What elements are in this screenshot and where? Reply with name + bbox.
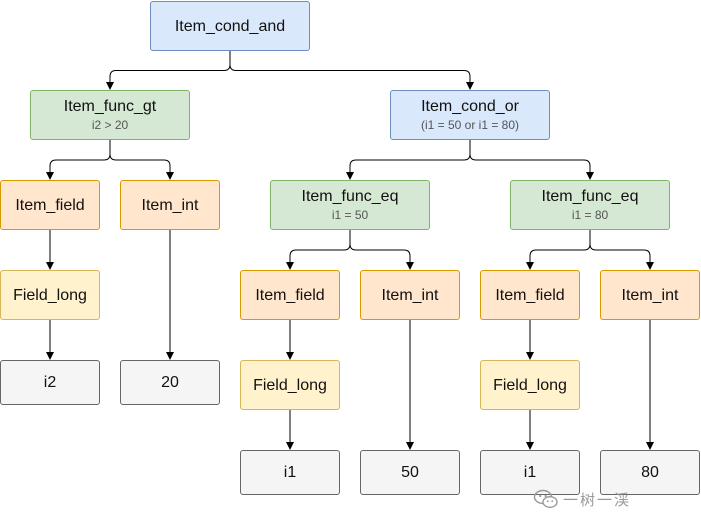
edge-func_gt-to-int_a <box>109 140 174 180</box>
node-title: Field_long <box>13 286 87 304</box>
node-title: Item_int <box>621 286 679 304</box>
node-item-cond-and: Item_cond_and <box>150 1 310 51</box>
edge-root-to-func_gt <box>106 51 231 90</box>
node-field-long: Field_long <box>480 360 580 410</box>
node-item-field: Item_field <box>0 180 100 230</box>
node-title: Field_long <box>493 376 567 394</box>
edge-cond_or-to-eq_a <box>346 140 471 180</box>
edge-root-to-cond_or <box>229 51 474 90</box>
node-subtitle: i1 = 80 <box>571 208 609 222</box>
edge-eq_a-to-int_b <box>349 230 414 270</box>
node-title: Item_field <box>15 196 85 214</box>
node-item-int: Item_int <box>120 180 220 230</box>
edge-eq_b-to-int_c <box>589 230 654 270</box>
node-item-func-gt: Item_func_gt i2 > 20 <box>30 90 190 140</box>
node-item-field: Item_field <box>240 270 340 320</box>
node-field-long: Field_long <box>0 270 100 320</box>
node-item-func-eq: Item_func_eq i1 = 80 <box>510 180 670 230</box>
watermark: 一树一渓 <box>533 488 631 510</box>
node-title: Item_func_gt <box>63 98 157 115</box>
node-title: i1 <box>283 464 297 481</box>
edge-eq_a-to-field_b <box>286 230 351 270</box>
node-title: Item_field <box>495 286 565 304</box>
node-value: 20 <box>120 360 220 405</box>
node-value: i2 <box>0 360 100 405</box>
node-title: Item_func_eq <box>301 188 399 205</box>
node-item-func-eq: Item_func_eq i1 = 50 <box>270 180 430 230</box>
node-title: Item_cond_or <box>421 98 519 115</box>
node-title: 80 <box>641 464 659 481</box>
wechat-icon <box>533 489 558 509</box>
node-value: 80 <box>600 450 700 495</box>
node-title: Item_cond_and <box>174 17 286 35</box>
node-title: Item_func_eq <box>541 188 639 205</box>
node-title: i2 <box>43 374 57 391</box>
node-title: Item_int <box>381 286 439 304</box>
node-subtitle: (i1 = 50 or i1 = 80) <box>420 118 520 132</box>
node-item-field: Item_field <box>480 270 580 320</box>
node-title: 50 <box>401 464 419 481</box>
watermark-text: 一树一渓 <box>563 491 632 509</box>
node-value: 50 <box>360 450 460 495</box>
node-item-int: Item_int <box>360 270 460 320</box>
node-title: Field_long <box>253 376 327 394</box>
edge-func_gt-to-field_a <box>46 140 111 180</box>
node-subtitle: i2 > 20 <box>91 118 129 132</box>
node-item-cond-or: Item_cond_or (i1 = 50 or i1 = 80) <box>390 90 550 140</box>
node-field-long: Field_long <box>240 360 340 410</box>
node-value: i1 <box>480 450 580 495</box>
node-title: Item_int <box>141 196 199 214</box>
node-subtitle: i1 = 50 <box>331 208 369 222</box>
node-item-int: Item_int <box>600 270 700 320</box>
edge-cond_or-to-eq_b <box>469 140 594 180</box>
node-value: i1 <box>240 450 340 495</box>
node-title: i1 <box>523 464 537 481</box>
edge-eq_b-to-field_c <box>526 230 591 270</box>
node-title: 20 <box>161 374 179 391</box>
node-title: Item_field <box>255 286 325 304</box>
